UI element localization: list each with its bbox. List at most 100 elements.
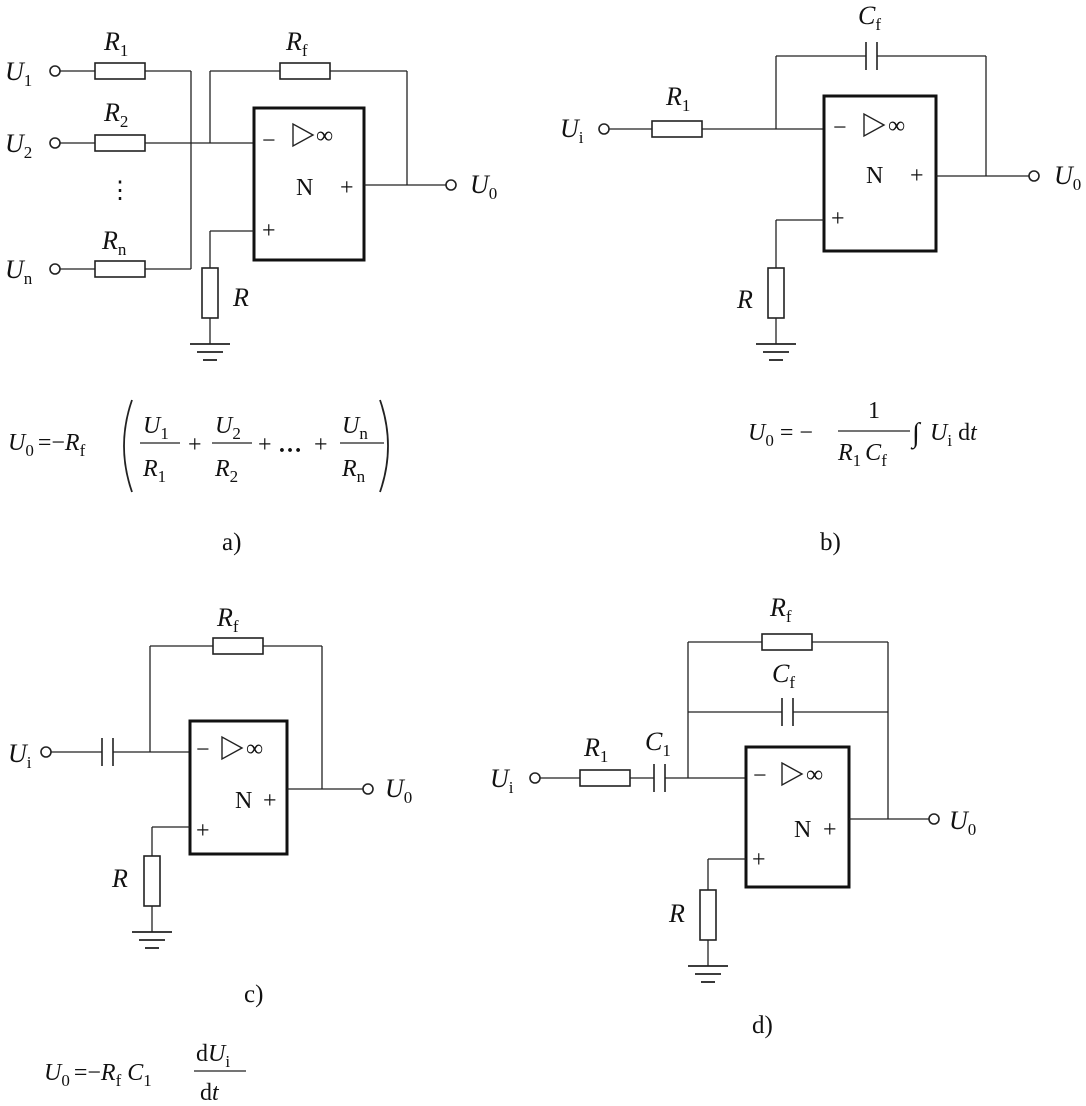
svg-text:U0=−: U0=− — [748, 420, 813, 450]
minus-sign: − — [196, 737, 210, 763]
plus-sign: + — [910, 163, 924, 189]
caption-b: b) — [820, 529, 841, 556]
svg-text:Rn: Rn — [341, 456, 366, 486]
resistor-rf — [279, 62, 331, 80]
plus-sign: + — [196, 818, 210, 844]
svg-text:R1: R1 — [142, 456, 166, 486]
svg-text:R2: R2 — [214, 456, 238, 486]
infinity-sign: ∞ — [888, 113, 905, 139]
capacitor-cf — [865, 42, 878, 70]
op-amp-d — [744, 745, 851, 889]
label-c1: C1 — [645, 727, 671, 760]
capacitor-cf — [781, 698, 794, 726]
label-r: R — [232, 283, 249, 312]
label-r: R — [668, 899, 685, 928]
label-u0: U0 — [470, 170, 497, 203]
plus-sign: + — [263, 788, 277, 814]
terminal-u0 — [445, 179, 457, 191]
label-un: Un — [5, 255, 33, 288]
plus-sign: + — [340, 175, 354, 201]
amp-name: N — [794, 817, 811, 843]
label-ui: Ui — [8, 739, 32, 772]
svg-text:dUi: dUi — [196, 1041, 230, 1071]
svg-text:∫: ∫ — [910, 418, 922, 450]
terminal-u2 — [49, 137, 61, 149]
resistor-r1 — [651, 120, 703, 138]
circuit-a: − ∞ N + + U1 U2 ⋮ Un R1 R2 Rn Rf R U0 U0… — [5, 27, 497, 556]
resistor-rf — [761, 633, 813, 651]
label-r1: R1 — [583, 733, 608, 766]
svg-text:+: + — [258, 432, 272, 458]
terminal-u0 — [362, 783, 374, 795]
resistor-r1 — [579, 769, 631, 787]
vertical-dots: ⋮ — [108, 178, 132, 204]
terminal-u0 — [928, 813, 940, 825]
infinity-sign: ∞ — [246, 736, 263, 762]
capacitor-c1 — [101, 738, 114, 766]
label-u0: U0 — [1054, 161, 1081, 194]
capacitor-c1 — [653, 764, 666, 792]
terminal-ui — [529, 772, 541, 784]
caption-d: d) — [752, 1012, 773, 1039]
resistor-r — [767, 267, 785, 319]
plus-sign: + — [262, 218, 276, 244]
label-u0: U0 — [385, 774, 412, 807]
label-rf: Rf — [216, 603, 239, 636]
ground-symbol — [132, 931, 172, 949]
label-u1: U1 — [5, 57, 32, 90]
label-r1: R1 — [103, 27, 128, 60]
formula-a: U0=−Rf U1 R1 + U2 R2 + … + Un Rn — [8, 399, 389, 493]
op-amp-b — [822, 94, 938, 253]
resistor-r2 — [94, 134, 146, 152]
label-cf: Cf — [772, 659, 795, 692]
label-r: R — [111, 864, 128, 893]
label-u2: U2 — [5, 129, 32, 162]
op-amp-c — [188, 719, 289, 856]
svg-text:U0=−Rf: U0=−Rf — [8, 430, 86, 460]
minus-sign: − — [262, 128, 276, 154]
terminal-u1 — [49, 65, 61, 77]
resistor-r — [201, 267, 219, 319]
amp-name: N — [296, 175, 313, 201]
label-ui: Ui — [490, 764, 514, 797]
label-r: R — [736, 285, 753, 314]
resistor-r — [143, 855, 161, 907]
label-cf: Cf — [858, 1, 881, 34]
caption-a: a) — [222, 529, 241, 556]
resistor-rn — [94, 260, 146, 278]
amp-name: N — [866, 163, 883, 189]
label-rn: Rn — [101, 226, 127, 259]
ground-symbol — [688, 965, 728, 983]
label-rf: Rf — [285, 27, 308, 60]
amp-name: N — [235, 788, 252, 814]
resistor-rf — [212, 637, 264, 655]
terminal-ui — [598, 123, 610, 135]
plus-sign: + — [752, 847, 766, 873]
label-rf: Rf — [769, 593, 792, 626]
infinity-sign: ∞ — [806, 762, 823, 788]
svg-text:+: + — [314, 432, 328, 458]
ground-symbol — [190, 343, 230, 361]
resistor-r1 — [94, 62, 146, 80]
label-u0: U0 — [949, 806, 976, 839]
svg-text:1: 1 — [868, 398, 880, 424]
minus-sign: − — [753, 763, 767, 789]
circuit-d: − ∞ N + + Ui R1 C1 Rf Cf R U0 d) — [490, 593, 976, 1039]
minus-sign: − — [833, 115, 847, 141]
terminal-un — [49, 263, 61, 275]
label-r2: R2 — [103, 98, 128, 131]
plus-sign: + — [831, 206, 845, 232]
svg-text:…: … — [278, 432, 302, 458]
svg-text:U2: U2 — [215, 413, 241, 443]
svg-text:+: + — [188, 432, 202, 458]
caption-c: c) — [244, 981, 263, 1008]
terminal-ui — [40, 746, 52, 758]
plus-sign: + — [823, 817, 837, 843]
